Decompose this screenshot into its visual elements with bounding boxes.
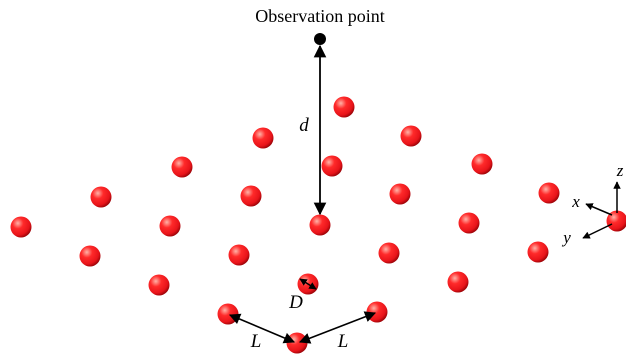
sphere [228,244,250,266]
sphere [447,271,469,293]
spacing-arrow-right [298,311,377,344]
sphere [240,185,262,207]
sphere [159,215,181,237]
sphere [148,274,170,296]
sphere [79,245,101,267]
sphere [90,186,112,208]
sphere [217,303,239,325]
y-axis-arrow [582,223,613,239]
spacing-label-left: L [250,331,262,352]
sphere [10,216,32,238]
sphere [538,182,560,204]
observation-point-label: Observation point [255,6,384,26]
distance-label: d [299,115,309,136]
sphere [606,210,626,232]
spacing-label-right: L [337,331,349,352]
sphere [309,214,331,236]
sphere [286,332,308,354]
coordinate-axes: z x y [561,161,623,247]
sphere [378,242,400,264]
diameter-label: D [288,292,303,313]
x-axis-arrow [585,203,613,216]
sphere [400,125,422,147]
sphere [252,127,274,149]
sphere [471,153,493,175]
sphere-lattice [10,96,626,354]
spacing-arrow-left [228,313,296,344]
sphere [171,156,193,178]
sphere [389,183,411,205]
x-axis-label: x [571,192,580,211]
y-axis-label: y [561,228,571,247]
sphere [527,241,549,263]
z-axis-label: z [616,161,624,180]
sphere [321,155,343,177]
sphere [366,301,388,323]
sphere [458,212,480,234]
sphere [333,96,355,118]
observation-point-marker [314,33,326,45]
diameter-arrow [299,278,317,290]
